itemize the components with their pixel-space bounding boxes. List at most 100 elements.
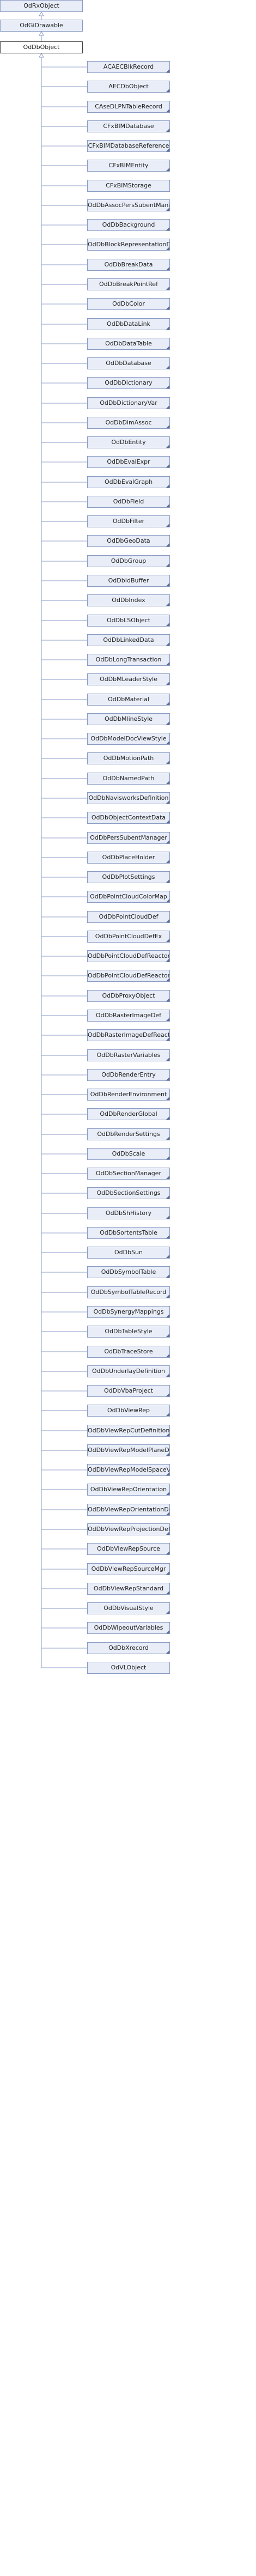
child-class-node[interactable]: OdDbSymbolTableRecord [87, 1286, 170, 1298]
child-class-node[interactable]: OdDbGroup [87, 555, 170, 567]
child-class-node[interactable]: OdDbSectionManager [87, 1168, 170, 1180]
child-class-node[interactable]: OdDbViewRepOrientation [87, 1484, 170, 1496]
more-children-indicator-icon [166, 879, 169, 883]
child-class-node[interactable]: OdDbNamedPath [87, 773, 170, 785]
child-class-node[interactable]: OdDbViewRepModelSpaceViewSelSet [87, 1464, 170, 1476]
child-class-node[interactable]: OdDbPointCloudDefReactor [87, 950, 170, 962]
child-class-node[interactable]: OdDbSectionSettings [87, 1187, 170, 1199]
more-children-indicator-icon [166, 1532, 169, 1535]
ancestor-node[interactable]: OdRxObject [0, 0, 83, 12]
child-class-node[interactable]: OdDbViewRepModelPlaneDef [87, 1444, 170, 1456]
child-class-node[interactable]: OdDbProxyObject [87, 990, 170, 1002]
class-name-label: OdDbSortentsTable [100, 1229, 157, 1236]
child-class-node[interactable]: OdDbViewRepSource [87, 1543, 170, 1555]
child-class-node[interactable]: OdDbLSObject [87, 615, 170, 627]
class-name-label: OdDbGroup [111, 557, 147, 564]
child-class-node[interactable]: OdDbSynergyMappings [87, 1306, 170, 1318]
child-class-node[interactable]: OdDbGeoData [87, 535, 170, 547]
child-class-node[interactable]: OdDbXrecord [87, 1642, 170, 1654]
child-class-node[interactable]: OdDbRenderSettings [87, 1128, 170, 1140]
child-class-node[interactable]: OdDbWipeoutVariables [87, 1622, 170, 1634]
child-class-node[interactable]: OdDbBackground [87, 219, 170, 231]
class-name-label: OdDbMLeaderStyle [100, 676, 157, 683]
child-class-node[interactable]: OdDbModelDocViewStyle [87, 733, 170, 745]
child-class-node[interactable]: OdDbDimAssoc [87, 417, 170, 429]
class-name-label: OdDbDataLink [107, 320, 150, 327]
child-class-node[interactable]: OdDbDictionaryVar [87, 397, 170, 409]
child-class-node[interactable]: OdDbViewRepCutDefinition [87, 1425, 170, 1437]
child-class-node[interactable]: OdDbBlockRepresentationData [87, 239, 170, 251]
child-class-node[interactable]: OdDbMaterial [87, 694, 170, 706]
child-class-node[interactable]: OdDbEntity [87, 436, 170, 448]
child-class-node[interactable]: CFxBIMDatabase [87, 120, 170, 132]
child-class-node[interactable]: OdDbTableStyle [87, 1326, 170, 1338]
child-class-node[interactable]: OdDbMLeaderStyle [87, 673, 170, 685]
ancestor-node[interactable]: OdGiDrawable [0, 20, 83, 32]
child-class-node[interactable]: OdDbLinkedData [87, 634, 170, 646]
child-class-node[interactable]: OdDbEvalExpr [87, 456, 170, 468]
class-name-label: OdDbObject [23, 44, 60, 51]
child-class-node[interactable]: OdDbVbaProject [87, 1385, 170, 1397]
child-class-node[interactable]: OdDbRenderEnvironment [87, 1089, 170, 1101]
child-class-node[interactable]: OdDbSun [87, 1247, 170, 1259]
class-name-label: OdDbEvalGraph [104, 478, 153, 485]
child-class-node[interactable]: OdDbBreakData [87, 259, 170, 271]
child-class-node[interactable]: OdDbViewRepOrientationDef [87, 1504, 170, 1516]
child-class-node[interactable]: OdDbPointCloudColorMap [87, 891, 170, 903]
child-class-node[interactable]: OdDbLongTransaction [87, 654, 170, 666]
more-children-indicator-icon [166, 1018, 169, 1021]
child-class-node[interactable]: OdDbMlineStyle [87, 713, 170, 725]
child-class-node[interactable]: OdDbMotionPath [87, 752, 170, 764]
child-class-node[interactable]: OdDbPointCloudDefEx [87, 931, 170, 943]
child-class-node[interactable]: OdDbViewRep [87, 1405, 170, 1417]
child-class-node[interactable]: OdVLObject [87, 1662, 170, 1674]
child-class-node[interactable]: OdDbFilter [87, 515, 170, 527]
child-class-node[interactable]: OdDbScale [87, 1148, 170, 1160]
class-name-label: OdDbWipeoutVariables [94, 1624, 163, 1631]
class-name-label: OdDbPlotSettings [102, 873, 155, 880]
more-children-indicator-icon [166, 702, 169, 705]
child-class-node[interactable]: OdDbPlotSettings [87, 871, 170, 883]
child-class-node[interactable]: OdDbRenderEntry [87, 1069, 170, 1081]
child-class-node[interactable]: OdDbDataLink [87, 318, 170, 330]
child-class-node[interactable]: OdDbSymbolTable [87, 1266, 170, 1278]
child-class-node[interactable]: OdDbPersSubentManager [87, 832, 170, 844]
child-class-node[interactable]: OdDbField [87, 496, 170, 508]
child-class-node[interactable]: OdDbObjectContextData [87, 812, 170, 824]
child-class-node[interactable]: OdDbDataTable [87, 338, 170, 350]
child-class-node[interactable]: OdDbEvalGraph [87, 476, 170, 488]
child-class-node[interactable]: OdDbRasterImageDef [87, 1010, 170, 1022]
child-class-node[interactable]: CFxBIMEntity [87, 160, 170, 172]
child-class-node[interactable]: OdDbPlaceHolder [87, 852, 170, 864]
child-class-node[interactable]: OdDbDatabase [87, 357, 170, 369]
more-children-indicator-icon [166, 425, 169, 428]
child-class-node[interactable]: OdDbSortentsTable [87, 1227, 170, 1239]
child-class-node[interactable]: OdDbTraceStore [87, 1346, 170, 1358]
class-name-label: OdDbTableStyle [105, 1328, 153, 1335]
child-class-node[interactable]: OdDbAssocPersSubentManager [87, 199, 170, 211]
child-class-node[interactable]: OdDbNavisworksDefinition [87, 792, 170, 804]
child-class-node[interactable]: CFxBIMDatabaseReference [87, 140, 170, 152]
child-class-node[interactable]: OdDbVisualStyle [87, 1602, 170, 1614]
child-class-node[interactable]: OdDbRenderGlobal [87, 1108, 170, 1120]
child-class-node[interactable]: OdDbDictionary [87, 377, 170, 389]
child-class-node[interactable]: OdDbIdBuffer [87, 575, 170, 587]
child-class-node[interactable]: OdDbViewRepStandard [87, 1583, 170, 1595]
child-class-node[interactable]: OdDbColor [87, 298, 170, 310]
child-class-node[interactable]: CAseDLPNTableRecord [87, 101, 170, 113]
child-class-node[interactable]: OdDbRasterImageDefReactor [87, 1029, 170, 1041]
current-class-node[interactable]: OdDbObject [0, 41, 83, 53]
more-children-indicator-icon [166, 662, 169, 665]
child-class-node[interactable]: OdDbPointCloudDefReactorEx [87, 970, 170, 982]
child-class-node[interactable]: CFxBIMStorage [87, 180, 170, 192]
child-class-node[interactable]: ACAECBlkRecord [87, 61, 170, 73]
child-class-node[interactable]: AECDbObject [87, 81, 170, 93]
child-class-node[interactable]: OdDbShHistory [87, 1207, 170, 1219]
child-class-node[interactable]: OdDbViewRepSourceMgr [87, 1563, 170, 1575]
child-class-node[interactable]: OdDbViewRepProjectionDef [87, 1523, 170, 1535]
child-class-node[interactable]: OdDbUnderlayDefinition [87, 1365, 170, 1377]
child-class-node[interactable]: OdDbBreakPointRef [87, 278, 170, 290]
child-class-node[interactable]: OdDbPointCloudDef [87, 911, 170, 923]
child-class-node[interactable]: OdDbRasterVariables [87, 1049, 170, 1061]
child-class-node[interactable]: OdDbIndex [87, 594, 170, 606]
